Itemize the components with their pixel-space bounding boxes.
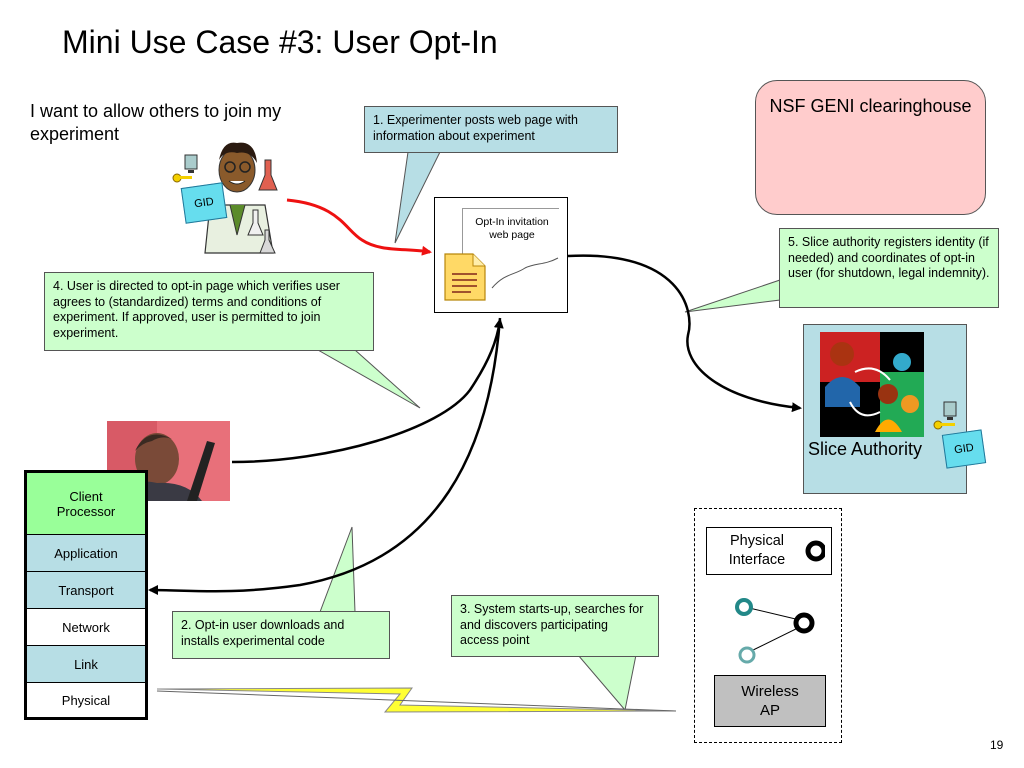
wireless-ap-box: Wireless AP xyxy=(714,675,826,727)
experimenter-gid-card: GID xyxy=(180,182,228,224)
experimenter-gid-label: GID xyxy=(193,195,215,211)
layer-label: Link xyxy=(74,656,98,672)
callout5-tail xyxy=(684,279,781,313)
callout2-tail xyxy=(319,526,356,613)
layer-label: Physical xyxy=(61,692,111,708)
nsf-geni-clearinghouse: NSF GENI clearinghouse xyxy=(755,80,986,215)
webpage-curl-line xyxy=(491,257,559,289)
layer-link: Link xyxy=(27,646,145,683)
webpage-to-client-arrow xyxy=(148,317,502,596)
layer-physical: Physical xyxy=(27,683,145,717)
slice-authority-label: Slice Authority xyxy=(807,439,923,459)
optin-webpage-label: Opt-In invitation web page xyxy=(475,216,549,241)
experimenter-to-webpage-arrow xyxy=(286,198,432,256)
slice-gid-card: GID xyxy=(941,429,987,469)
layer-label: Client Processor xyxy=(56,488,116,519)
document-icon xyxy=(444,253,486,301)
layer-label: Application xyxy=(54,545,118,561)
layer-transport: Transport xyxy=(27,572,145,609)
layer-label: Transport xyxy=(58,582,114,598)
slide-title: Mini Use Case #3: User Opt-In xyxy=(62,24,498,60)
nsf-label: NSF GENI clearinghouse xyxy=(769,96,972,116)
callout4-tail xyxy=(316,349,421,409)
layer-application: Application xyxy=(27,535,145,572)
callout-2: 2. Opt-in user downloads and installs ex… xyxy=(172,611,390,659)
page-number: 19 xyxy=(990,738,1004,752)
callout-4-text: 4. User is directed to opt-in page which… xyxy=(53,279,340,340)
callout-5: 5. Slice authority registers identity (i… xyxy=(779,228,999,308)
callout-5-text: 5. Slice authority registers identity (i… xyxy=(788,235,990,280)
layer-network: Network xyxy=(27,609,145,646)
physical-interface-label: Physical Interface xyxy=(728,533,786,568)
client-protocol-stack: Client Processor Application Transport N… xyxy=(24,470,148,720)
interface-nodes-graph xyxy=(735,540,825,664)
slice-computer-key-icon xyxy=(933,401,957,430)
callout3-tail xyxy=(576,654,637,712)
callout-2-text: 2. Opt-in user downloads and installs ex… xyxy=(181,618,345,648)
callout-1-text: 1. Experimenter posts web page with info… xyxy=(373,113,578,143)
callout-3-text: 3. System starts-up, searches for and di… xyxy=(460,602,644,647)
slice-gid-label: GID xyxy=(953,441,975,457)
layer-label: Network xyxy=(62,619,110,635)
intro-text: I want to allow others to join my experi… xyxy=(30,101,282,144)
optin-webpage-frame: Opt-In invitation web page xyxy=(434,197,568,313)
callout-1: 1. Experimenter posts web page with info… xyxy=(364,106,618,153)
webpage-to-slice-authority-arrow xyxy=(567,254,802,413)
wireless-link-line xyxy=(156,690,677,712)
people-network-icon xyxy=(820,332,924,437)
user-to-webpage-arrow xyxy=(231,318,504,464)
callout-3: 3. System starts-up, searches for and di… xyxy=(451,595,659,657)
layer-client-processor: Client Processor xyxy=(27,473,145,535)
callout-4: 4. User is directed to opt-in page which… xyxy=(44,272,374,351)
wireless-ap-label: Wireless AP xyxy=(741,683,799,719)
access-point-box xyxy=(694,508,842,743)
